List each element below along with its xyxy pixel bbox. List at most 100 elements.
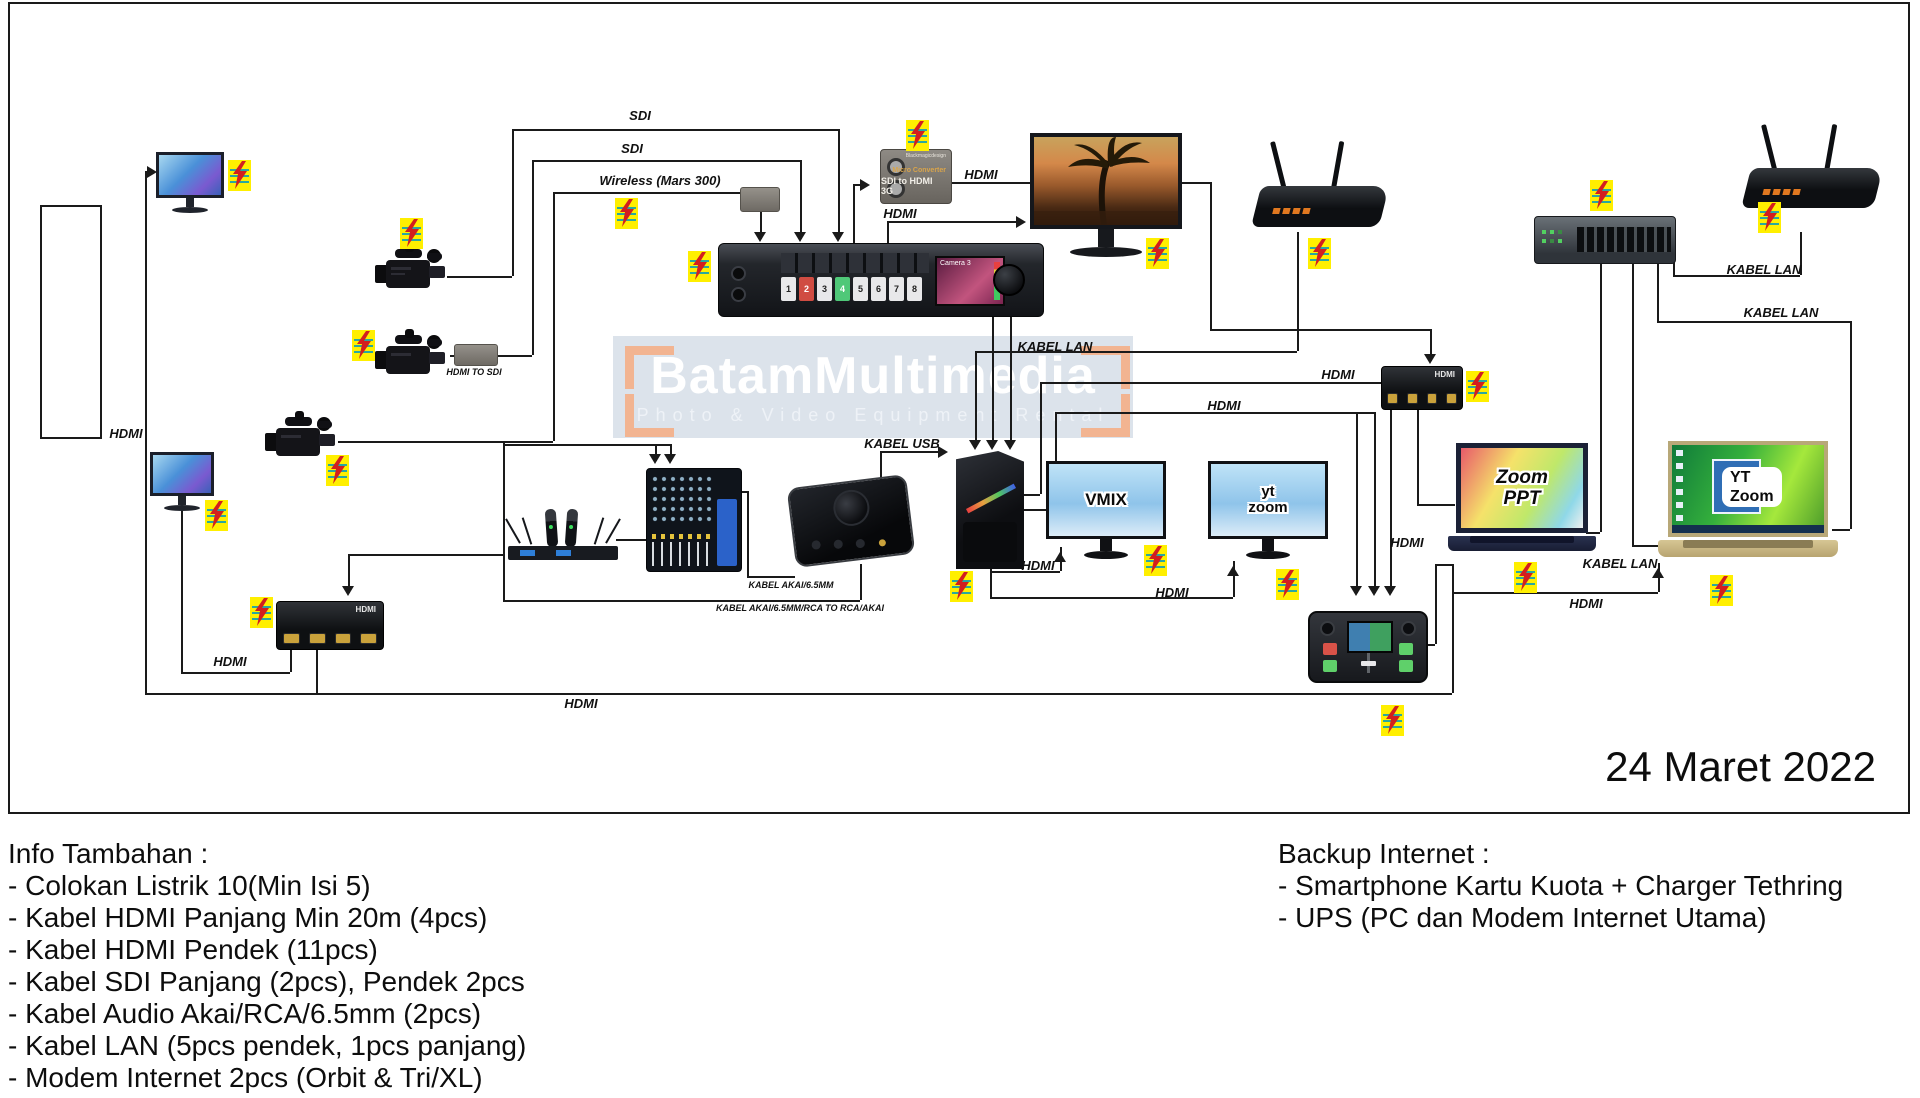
cable-line (1210, 329, 1430, 331)
cable-line (532, 160, 534, 355)
watermark-bracket-icon (625, 394, 674, 437)
arrowhead-icon (1227, 560, 1239, 576)
arrowhead-icon (342, 586, 354, 602)
cable-line (512, 129, 838, 131)
cable-line (1040, 382, 1042, 494)
vmix-label: VMIX (1085, 490, 1127, 509)
cable-line (887, 221, 889, 246)
preview-monitor-2 (150, 452, 214, 511)
cable-line (1452, 564, 1454, 693)
cable-line (887, 221, 1022, 223)
info-item: - Colokan Listrik 10(Min Isi 5) (8, 870, 371, 901)
cable-line (338, 441, 553, 443)
t-bar-icon (1361, 653, 1376, 673)
cable-line (1435, 564, 1437, 644)
hdmi-to-sdi-converter (454, 344, 498, 366)
mic-receiver-rack (508, 546, 618, 560)
lan-switch-24port (1534, 216, 1676, 264)
cable-line (1374, 412, 1376, 593)
cable-label: HDMI (1207, 398, 1241, 413)
cable-line (1010, 314, 1012, 447)
hdmi-logo: HDMI (355, 605, 376, 614)
cable-line (990, 566, 992, 597)
info-item: - Kabel Audio Akai/RCA/6.5mm (2pcs) (8, 998, 482, 1029)
antenna-icon (1331, 140, 1345, 192)
wifi-router-main (1250, 140, 1390, 235)
monitor-screen (156, 152, 224, 198)
cable-line (1210, 182, 1212, 329)
arrowhead-icon (1384, 586, 1396, 602)
green-button-icon (1323, 660, 1337, 672)
cable-line (553, 192, 555, 441)
power-icon (1144, 545, 1167, 576)
power-icon (1276, 569, 1299, 600)
bnc-port-icon (887, 180, 905, 198)
diagram-border (8, 2, 1910, 814)
info-tambahan-block: Info Tambahan : - Colokan Listrik 10(Min… (8, 838, 526, 1094)
cable-line (290, 647, 292, 672)
cable-line (1417, 504, 1455, 506)
power-icon (950, 571, 973, 602)
cable-line (1356, 412, 1358, 593)
cable-line (1850, 321, 1852, 529)
power-icon (1308, 238, 1331, 269)
arrowhead-icon (1016, 216, 1032, 228)
antenna-icon (593, 517, 605, 545)
cable-line (975, 351, 1297, 353)
preview-monitor-1 (156, 152, 224, 213)
knob-icon (1320, 621, 1335, 636)
cable-line (1632, 545, 1663, 547)
cable-line (447, 276, 512, 278)
arrowhead-icon (794, 232, 806, 248)
arrowhead-icon (986, 440, 998, 456)
audio-jack-icon (731, 266, 746, 302)
cable-line (1452, 592, 1658, 594)
program-monitor (1030, 133, 1182, 257)
cable-line (145, 693, 1452, 695)
watermark-bracket-icon (1081, 346, 1130, 389)
vmix-monitor: VMIX (1046, 461, 1166, 559)
arrowhead-icon (1350, 586, 1362, 602)
cable-line (316, 647, 318, 693)
cable-line (655, 444, 657, 461)
laptop-keyboard (1658, 540, 1838, 557)
arrowhead-icon (664, 454, 676, 470)
cable-line (990, 597, 1233, 599)
desktop-icons (1676, 450, 1683, 521)
cable-line (616, 539, 648, 541)
cable-label: KABEL LAN (1017, 339, 1093, 354)
power-icon (1758, 202, 1781, 233)
power-icon (688, 251, 711, 282)
yt-zoom-label-line1: yt (1261, 483, 1275, 500)
cable-line (1600, 259, 1602, 532)
mixer-master-section (717, 499, 737, 566)
wireless-mars300-receiver (740, 187, 780, 212)
cable-line (1586, 532, 1600, 534)
cable-line (1040, 382, 1383, 384)
cable-line (1800, 232, 1802, 275)
arrowhead-icon (969, 440, 981, 456)
bnc-port-icon (887, 158, 905, 176)
camcorder-3 (264, 411, 340, 474)
cable-line (512, 129, 514, 276)
zoom-ppt-label-line1: Zoom (1496, 467, 1548, 488)
hdmi-splitter-left: HDMI (276, 601, 384, 650)
cable-line (348, 554, 503, 556)
antenna-icon (1270, 141, 1288, 191)
arrowhead-icon (832, 232, 844, 248)
cable-label: KABEL LAN (1743, 305, 1819, 320)
green-button-icon (1399, 643, 1413, 655)
info-left-heading: Info Tambahan : (8, 838, 209, 869)
switcher-key-6: 6 (871, 277, 886, 301)
wireless-mic-set (505, 472, 621, 560)
hdmi-output-ports (283, 633, 377, 644)
cable-line (670, 444, 672, 461)
green-button-icon (1399, 660, 1413, 672)
arrowhead-icon (1424, 354, 1436, 370)
info-item: - Modem Internet 2pcs (Orbit & Tri/XL) (8, 1062, 483, 1093)
laptop-zoom-ppt: Zoom PPT (1448, 443, 1596, 551)
power-icon (1514, 562, 1537, 593)
cable-label: HDMI (1021, 558, 1055, 573)
diagram-date: 24 Maret 2022 (1605, 743, 1876, 790)
